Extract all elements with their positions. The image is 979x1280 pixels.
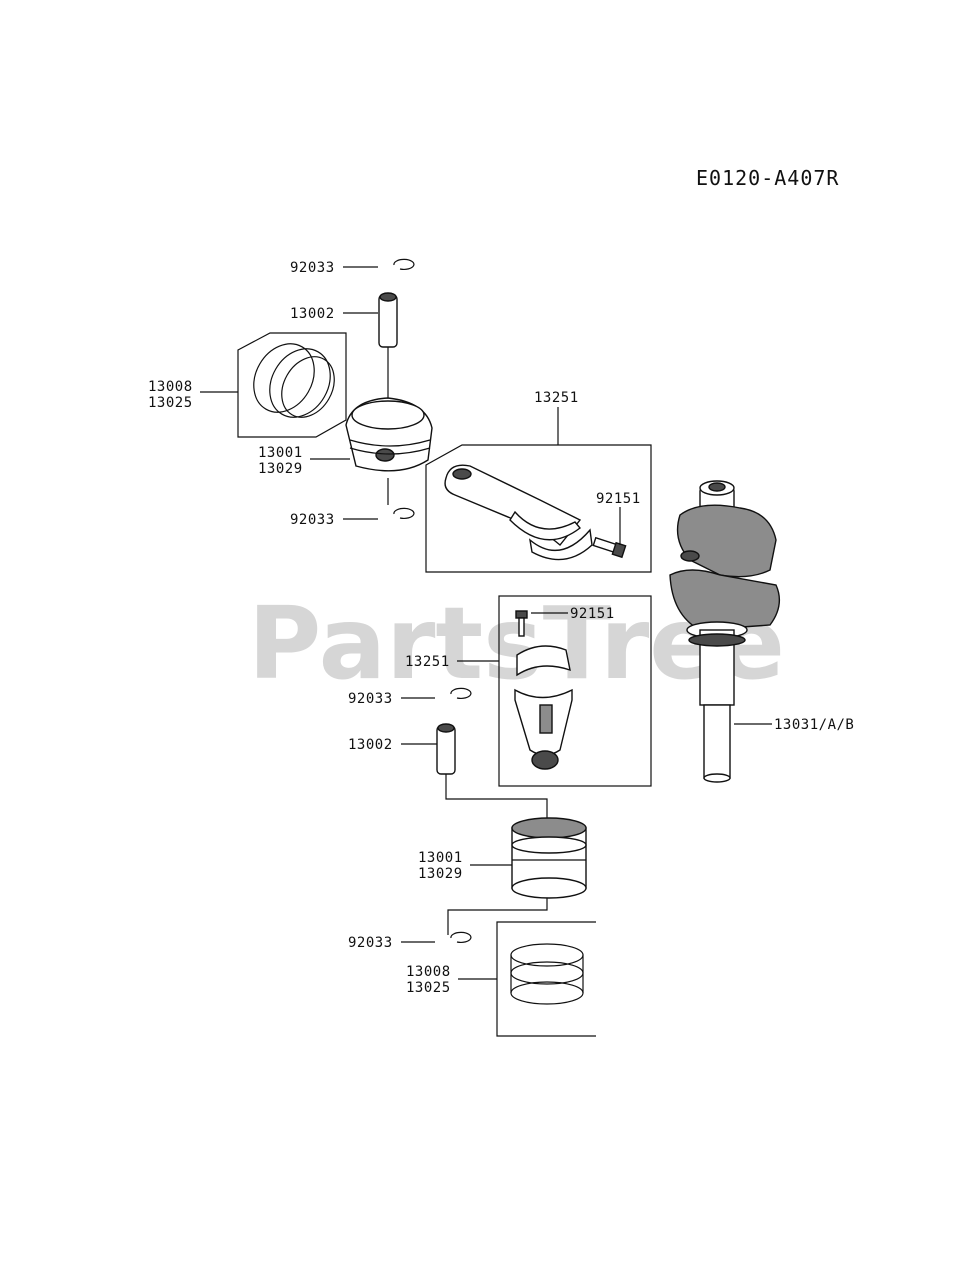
callout-13002-upper[interactable]: 13002 [290,306,335,322]
connecting-rod-upper[interactable] [425,444,652,573]
axis-lower-2 [447,898,548,935]
piston-pin-lower[interactable] [436,723,456,775]
callout-13031-crankshaft[interactable]: 13031/A/B [774,717,854,733]
piston-lower[interactable] [511,817,587,899]
callout-13029-upper[interactable]: 13029 [258,461,303,477]
crankshaft[interactable] [669,480,781,783]
callout-13025-upper[interactable]: 13025 [148,395,193,411]
callout-92033-lower-top[interactable]: 92033 [348,691,393,707]
axis-lower [445,774,548,820]
diagram-code: E0120-A407R [696,166,839,190]
snap-ring-lower-bottom[interactable] [450,931,472,943]
callout-13251-lower[interactable]: 13251 [405,654,450,670]
callout-13008-upper[interactable]: 13008 [148,379,193,395]
snap-ring-upper[interactable] [393,258,415,270]
snap-ring-lower-top[interactable] [450,687,472,699]
callout-13251-upper[interactable]: 13251 [534,390,579,406]
callout-92033-upper-lower[interactable]: 92033 [290,512,335,528]
piston-rings-upper[interactable] [237,332,347,438]
callout-13008-lower[interactable]: 13008 [406,964,451,980]
callout-92151-upper[interactable]: 92151 [596,491,641,507]
callout-92033-upper[interactable]: 92033 [290,260,335,276]
callout-13002-lower[interactable]: 13002 [348,737,393,753]
bolt-upper[interactable] [592,536,627,559]
bolt-lower[interactable] [515,610,528,637]
snap-ring-upper-lower[interactable] [393,507,415,519]
callout-13029-lower[interactable]: 13029 [418,866,463,882]
callout-92033-lower-bottom[interactable]: 92033 [348,935,393,951]
piston-upper[interactable] [345,397,433,472]
callout-13025-lower[interactable]: 13025 [406,980,451,996]
piston-rings-lower[interactable] [496,921,596,1037]
callout-92151-lower[interactable]: 92151 [570,606,615,622]
callout-13001-lower[interactable]: 13001 [418,850,463,866]
callout-13001-upper[interactable]: 13001 [258,445,303,461]
piston-pin-upper[interactable] [378,292,398,348]
connecting-rod-lower[interactable] [498,595,652,787]
